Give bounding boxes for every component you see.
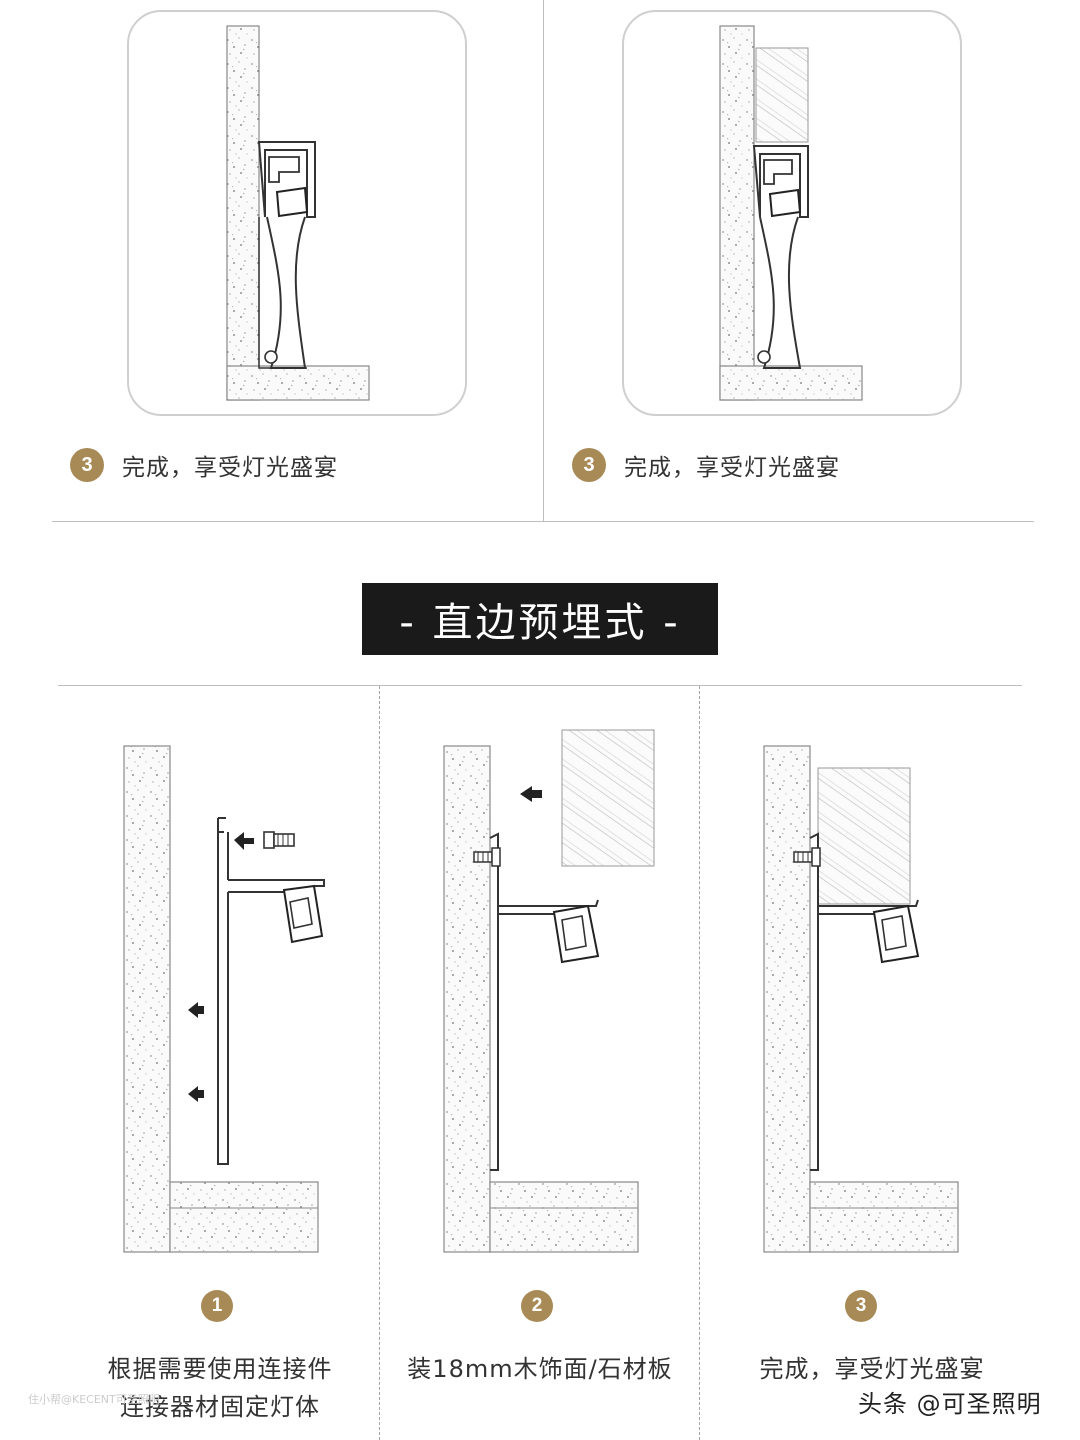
step-label: 完成，享受灯光盛宴 [624,455,840,481]
top-left-step: 3 完成，享受灯光盛宴 [70,448,338,482]
column-divider-1 [379,686,380,1440]
caption-line: 根据需要使用连接件 [107,1355,333,1383]
step2-diagram [443,729,655,1253]
step2-caption: 装18mm木饰面/石材板 [385,1350,695,1388]
top-divider-horizontal [52,521,1034,522]
step3-caption: 完成，享受灯光盛宴 [712,1350,1032,1388]
top-left-diagram-card [127,10,467,416]
top-divider-vertical [543,0,544,522]
profile-diagram-with-panel [719,25,863,401]
section-title: - 直边预埋式 - [362,583,718,655]
faint-watermark: 住小帮@KECENT可圣照明 [28,1393,160,1406]
step2-badge: 2 [521,1290,553,1322]
column-divider-2 [699,686,700,1440]
profile-diagram [226,25,370,401]
caption-line: 完成，享受灯光盛宴 [759,1355,985,1383]
top-right-diagram-card [622,10,962,416]
step3-badge: 3 [845,1290,877,1322]
watermark: 头条 @可圣照明 [858,1390,1042,1418]
step3-diagram [763,745,959,1253]
caption-line: 装18mm木饰面/石材板 [407,1355,673,1383]
step-badge: 3 [572,448,606,482]
step1-badge: 1 [201,1290,233,1322]
top-right-step: 3 完成，享受灯光盛宴 [572,448,840,482]
step-label: 完成，享受灯光盛宴 [122,455,338,481]
step1-diagram [123,745,325,1253]
step-badge: 3 [70,448,104,482]
step1-caption: 根据需要使用连接件 连接器材固定灯体 [60,1350,380,1426]
section-divider [58,685,1022,686]
caption-line: 连接器材固定灯体 [120,1393,320,1421]
